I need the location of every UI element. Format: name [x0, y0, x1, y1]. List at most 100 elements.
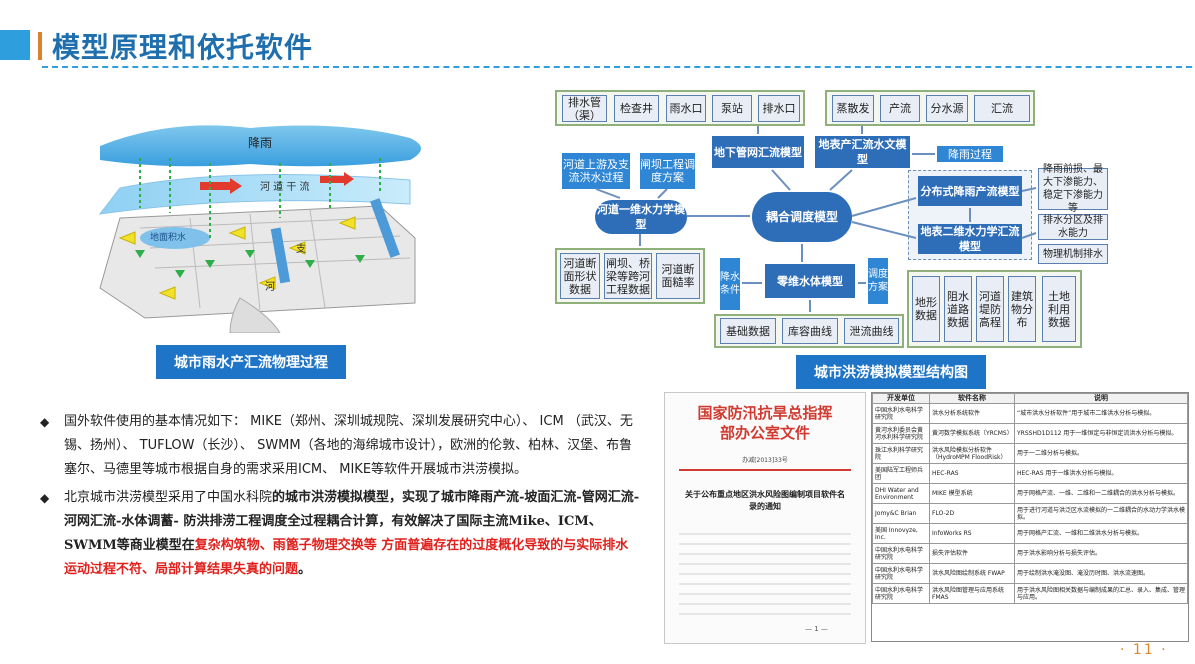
bottom-item-2: 库容曲线	[782, 318, 838, 344]
table-cell: 用于洪水风险图相关数据与编制成果的汇总、录入、集成、管理与应用。	[1014, 583, 1188, 604]
doc-footer: — 1 —	[805, 625, 828, 633]
bullet-list: ◆ 国外软件使用的基本情况如下： MIKE（郑州、深圳城规院、深圳发展研究中心）…	[40, 410, 640, 584]
table-cell: 用于进行河道与洪泛区水流模拟的一二维耦合的水动力学洪水模拟。	[1014, 503, 1188, 524]
bullet-1-text: 国外软件使用的基本情况如下： MIKE（郑州、深圳城规院、深圳发展研究中心）、 …	[64, 414, 633, 477]
table-cell: 美国陆军工程师兵团	[872, 463, 930, 484]
river-short-label: 河	[265, 282, 275, 293]
hydro-item-2: 产流	[880, 95, 920, 122]
rainfall-runoff-caption: 城市雨水产汇流物理过程	[156, 345, 346, 379]
doc-text-line	[679, 533, 851, 535]
drain-item-2: 检查井	[614, 95, 659, 122]
phys-notes: 物理机制排水	[1038, 244, 1108, 264]
drain-item-4: 泵站	[712, 95, 752, 122]
hydro-item-4: 汇流	[974, 95, 1030, 122]
river-data-1: 河道断面形状数据	[560, 253, 600, 299]
coupling-model: 耦合调度模型	[752, 192, 852, 242]
rain-label: 降雨	[248, 136, 273, 150]
diamond-bullet-icon: ◆	[40, 491, 50, 505]
doc-red-rule	[679, 469, 851, 471]
schedule-plan-box: 调度方案	[868, 258, 888, 304]
doc-text-line	[679, 543, 851, 545]
surface-hydrology-model: 地表产汇流水文模型	[815, 136, 910, 168]
table-cell: 用于网格产汇流、一维和二维洪水分析与模拟。	[1014, 523, 1188, 544]
right-item-3: 河道堤防高程	[976, 276, 1004, 342]
doc-subject: 关于公布重点地区洪水风险图编制项目软件名录的通知	[685, 490, 845, 511]
table-cell: 中国水利水电科学研究院	[872, 563, 930, 584]
right-item-1: 地形数据	[912, 276, 940, 342]
bottom-item-1: 基础数据	[720, 318, 776, 344]
bullet-2-end: 。	[298, 562, 312, 577]
table-header: 软件名称	[929, 393, 1015, 404]
table-cell: Jomy&C Brian	[872, 503, 930, 524]
river-main-label: 河 道 干 流	[260, 182, 310, 193]
doc-text-line	[679, 593, 851, 595]
right-item-4: 建筑物分布	[1008, 276, 1036, 342]
drain-condition-box: 降水条件	[720, 258, 740, 310]
rainfall-runoff-illustration: 降雨 河 道 干 流 地面积水 支 河	[80, 118, 435, 334]
table-cell: MIKE 模型系统	[929, 483, 1015, 504]
underground-network-model: 地下管网汇流模型	[712, 136, 804, 168]
doc-text-line	[679, 583, 851, 585]
surface-2d-model: 地表二维水力学汇流模型	[918, 224, 1022, 254]
page-number: · 11 ·	[1120, 642, 1168, 658]
surface-water-label: 地面积水	[150, 233, 187, 243]
table-row: 珠江水利科学研究院洪水风险模拟分析软件（HydroMPM FloodRisk）用…	[872, 443, 1188, 464]
table-cell: 中国水利水电科学研究院	[872, 543, 930, 564]
zero-dim-model: 零维水体模型	[765, 264, 855, 298]
right-item-2: 阻水道路数据	[944, 276, 972, 342]
table-cell: 洪水风险图绘制系统 FWAP	[929, 563, 1015, 584]
drain-item-3: 雨水口	[666, 95, 706, 122]
table-cell: 用于绘制洪水淹没图、淹没历时图、洪水流速图。	[1014, 563, 1188, 584]
river-data-3: 河道断面糙率	[656, 253, 700, 299]
bullet-item-1: ◆ 国外软件使用的基本情况如下： MIKE（郑州、深圳城规院、深圳发展研究中心）…	[40, 410, 640, 482]
table-cell: DHI Water and Environment	[872, 483, 930, 504]
doc-text-line	[679, 613, 851, 615]
table-cell: 损失评估软件	[929, 543, 1015, 564]
table-cell: 用于洪水影响分析与损失评估。	[1014, 543, 1188, 564]
diamond-bullet-icon: ◆	[40, 415, 50, 429]
bullet-2-red: 复杂构筑物、雨篦子物理交换等 方面普遍存在的过度概化导致的与实际排水运动过程不符…	[64, 538, 629, 577]
bullet-item-2: ◆ 北京城市洪涝模型采用了中国水科院的城市洪涝模拟模型，实现了城市降雨产流-坡面…	[40, 486, 640, 582]
table-body: 中国水利水电科学研究院洪水分析系统软件“城市洪水分析软件”用于城市二维洪水分析与…	[872, 403, 1188, 604]
page-title: 模型原理和依托软件	[52, 31, 314, 64]
table-cell: 用于网格产流、一维、二维和一二维耦合的洪水分析与模拟。	[1014, 483, 1188, 504]
table-cell: FLO-2D	[929, 503, 1015, 524]
software-table-image: 开发单位 软件名称 说明 中国水利水电科学研究院洪水分析系统软件“城市洪水分析软…	[871, 392, 1189, 642]
bullet-2-bold: 的城市洪涝模拟模型，实现了城市降雨产流-坡面汇流-管网汇流-河网汇流-水体调蓄-…	[64, 490, 640, 553]
doc-text-line	[679, 573, 851, 575]
page-number-value: 11	[1132, 642, 1155, 658]
doc-title: 国家防汛抗旱总指挥部办公室文件	[697, 404, 833, 442]
runoff-notes: 降雨前损、最大下渗能力、稳定下渗能力等	[1038, 164, 1108, 214]
table-row: 中国水利水电科学研究院损失评估软件用于洪水影响分析与损失评估。	[872, 543, 1188, 564]
title-accent-decoration	[38, 32, 42, 60]
table-cell: 美国 Innovyze, Inc.	[872, 523, 930, 544]
table-cell: 中国水利水电科学研究院	[872, 583, 930, 604]
table-cell: 用于一二维分析与模拟。	[1014, 443, 1188, 464]
hydro-item-1: 蒸散发	[832, 95, 874, 122]
table-cell: 洪水风险模拟分析软件（HydroMPM FloodRisk）	[929, 443, 1015, 464]
bullet-2-plain: 北京城市洪涝模型采用了中国水科院	[64, 490, 273, 505]
sluice-schedule-box: 闸坝工程调度方案	[640, 153, 695, 189]
doc-number: 办减[2013]33号	[742, 457, 788, 464]
table-cell: HEC-RAS 用于一维洪水分析与模拟。	[1014, 463, 1188, 484]
hydro-item-3: 分水源	[926, 95, 968, 122]
table-header: 开发单位	[872, 393, 930, 404]
river-1d-model: 河道一维水力学模型	[595, 200, 687, 234]
table-row: 黄河水利委员会黄河水利科学研究院黄河数学模拟系统（YRCMS）YRSSHD1D1…	[872, 423, 1188, 444]
bottom-item-3: 泄流曲线	[844, 318, 899, 344]
table-cell: 黄河数学模拟系统（YRCMS）	[929, 423, 1015, 444]
table-cell: 珠江水利科学研究院	[872, 443, 930, 464]
software-table: 开发单位 软件名称 说明 中国水利水电科学研究院洪水分析系统软件“城市洪水分析软…	[872, 393, 1188, 604]
distributed-runoff-model: 分布式降雨产流模型	[918, 176, 1022, 206]
rainfall-runoff-svg	[98, 125, 421, 334]
table-cell: InfoWorks RS	[929, 523, 1015, 544]
title-bar-decoration	[0, 30, 30, 60]
flood-model-structure-diagram: 排水管（渠） 检查井 雨水口 泵站 排水口 蒸散发 产流 分水源 汇流 地下管网…	[540, 88, 1190, 350]
table-cell: HEC-RAS	[929, 463, 1015, 484]
official-document-image: 国家防汛抗旱总指挥部办公室文件 办减[2013]33号 关于公布重点地区洪水风险…	[664, 392, 866, 644]
